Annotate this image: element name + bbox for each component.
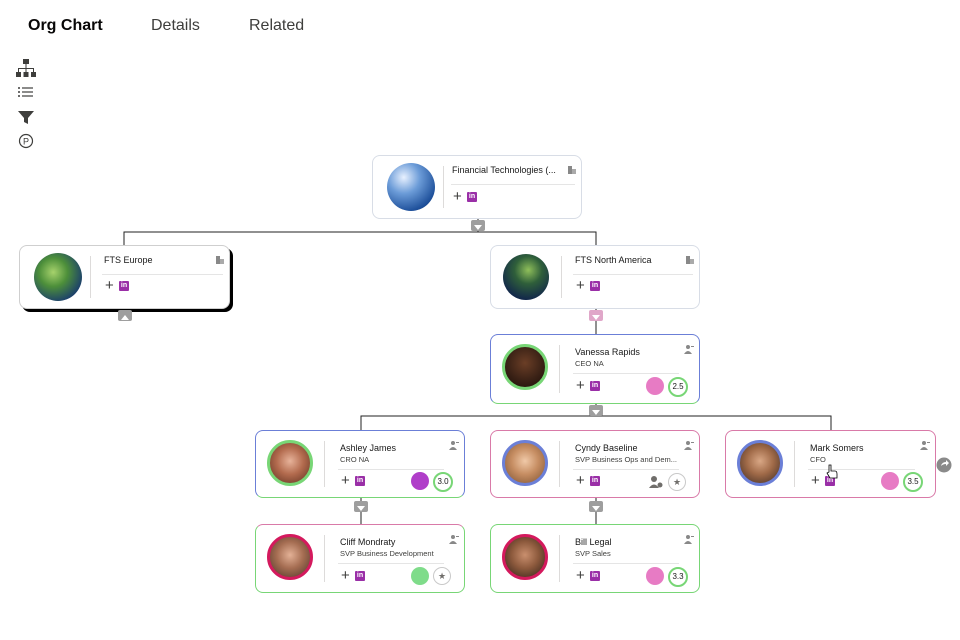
add-icon[interactable]: + [576, 472, 585, 489]
tab-org-chart[interactable]: Org Chart [28, 17, 103, 34]
node-name: Financial Technologies (... [452, 165, 556, 175]
linkedin-icon[interactable]: in [825, 476, 835, 486]
collapse-toggle[interactable] [589, 501, 603, 512]
globe-avatar [503, 254, 549, 300]
chevron-down-icon [592, 506, 600, 511]
chevron-up-icon [121, 315, 129, 320]
node-name: Cyndy Baseline [575, 443, 638, 453]
org-node-vanessa-rapids[interactable]: Vanessa Rapids CEO NA + in 2.5 [490, 334, 700, 404]
globe-avatar [34, 253, 82, 301]
star-icon[interactable]: ★ [668, 473, 686, 491]
linkedin-icon[interactable]: in [119, 281, 129, 291]
person-icon [684, 345, 694, 354]
node-title: SVP Business Development [340, 549, 434, 558]
node-name: Ashley James [340, 443, 397, 453]
node-name: FTS Europe [104, 255, 153, 265]
person-icon [684, 441, 694, 450]
tab-details[interactable]: Details [151, 17, 200, 34]
score-badge: 2.5 [668, 377, 688, 397]
node-name: Bill Legal [575, 537, 612, 547]
collapse-toggle[interactable] [471, 220, 485, 231]
chevron-down-icon [474, 225, 482, 230]
score-badge: 3.0 [433, 472, 453, 492]
svg-text:P: P [23, 137, 29, 147]
chevron-down-icon [592, 315, 600, 320]
megaphone-icon [646, 567, 664, 585]
person-icon [684, 535, 694, 544]
org-node-root[interactable]: Financial Technologies (... + in [372, 155, 582, 219]
add-icon[interactable]: + [576, 277, 585, 294]
org-node-fts-north-america[interactable]: FTS North America + in [490, 245, 700, 309]
cursor-icon [826, 464, 838, 479]
star-icon[interactable]: ★ [433, 567, 451, 585]
linkedin-icon[interactable]: in [467, 192, 477, 202]
building-icon [216, 256, 224, 264]
avatar [502, 534, 548, 580]
avatar [502, 344, 548, 390]
org-node-fts-europe[interactable]: FTS Europe + in [19, 245, 230, 309]
collapse-toggle[interactable] [354, 501, 368, 512]
building-icon [686, 256, 694, 264]
hierarchy-icon[interactable] [15, 58, 37, 80]
user-add-icon [411, 472, 429, 490]
globe-avatar [387, 163, 435, 211]
tab-related[interactable]: Related [249, 17, 305, 34]
node-name: Vanessa Rapids [575, 347, 640, 357]
view-toolbar: P [15, 58, 37, 154]
score-badge: 3.3 [668, 567, 688, 587]
node-title: SVP Business Ops and Dem... [575, 455, 677, 464]
chevron-down-icon [357, 506, 365, 511]
add-icon[interactable]: + [576, 377, 585, 394]
add-icon[interactable]: + [453, 188, 462, 205]
building-icon [568, 166, 576, 174]
add-icon[interactable]: + [105, 277, 114, 294]
collapse-toggle[interactable] [589, 405, 603, 416]
avatar [267, 534, 313, 580]
chevron-down-icon [592, 410, 600, 415]
linkedin-icon[interactable]: in [355, 476, 365, 486]
list-icon[interactable] [15, 82, 37, 104]
person-icon [449, 535, 459, 544]
avatar [267, 440, 313, 486]
person-icon [920, 441, 930, 450]
team-icon [411, 567, 429, 585]
add-icon[interactable]: + [341, 472, 350, 489]
p-icon[interactable]: P [15, 130, 37, 152]
linkedin-icon[interactable]: in [590, 476, 600, 486]
add-icon[interactable]: + [811, 472, 820, 489]
tab-bar: Org Chart Details Related [0, 0, 960, 50]
linkedin-icon[interactable]: in [590, 381, 600, 391]
node-title: SVP Sales [575, 549, 611, 558]
hands-icon [646, 377, 664, 395]
node-title: CRO NA [340, 455, 370, 464]
score-badge: 3.5 [903, 472, 923, 492]
next-arrow-icon[interactable] [936, 457, 952, 473]
org-node-bill-legal[interactable]: Bill Legal SVP Sales + in 3.3 [490, 524, 700, 593]
avatar [502, 440, 548, 486]
expand-toggle[interactable] [118, 310, 132, 321]
node-name: Mark Somers [810, 443, 864, 453]
add-icon[interactable]: + [576, 567, 585, 584]
org-node-ashley-james[interactable]: Ashley James CRO NA + in 3.0 [255, 430, 465, 498]
linkedin-icon[interactable]: in [590, 281, 600, 291]
org-node-cliff-mondraty[interactable]: Cliff Mondraty SVP Business Development … [255, 524, 465, 593]
node-name: FTS North America [575, 255, 652, 265]
linkedin-icon[interactable]: in [355, 571, 365, 581]
collapse-toggle[interactable] [589, 310, 603, 321]
avatar [737, 440, 783, 486]
add-icon[interactable]: + [341, 567, 350, 584]
node-name: Cliff Mondraty [340, 537, 396, 547]
person-icon [449, 441, 459, 450]
node-title: CEO NA [575, 359, 604, 368]
node-title: CFO [810, 455, 826, 464]
org-node-cyndy-baseline[interactable]: Cyndy Baseline SVP Business Ops and Dem.… [490, 430, 700, 498]
org-node-mark-somers[interactable]: Mark Somers CFO + in 3.5 [725, 430, 936, 498]
linkedin-icon[interactable]: in [590, 571, 600, 581]
filter-icon[interactable] [15, 106, 37, 128]
user-settings-icon [881, 472, 899, 490]
user-settings-icon [649, 476, 663, 488]
